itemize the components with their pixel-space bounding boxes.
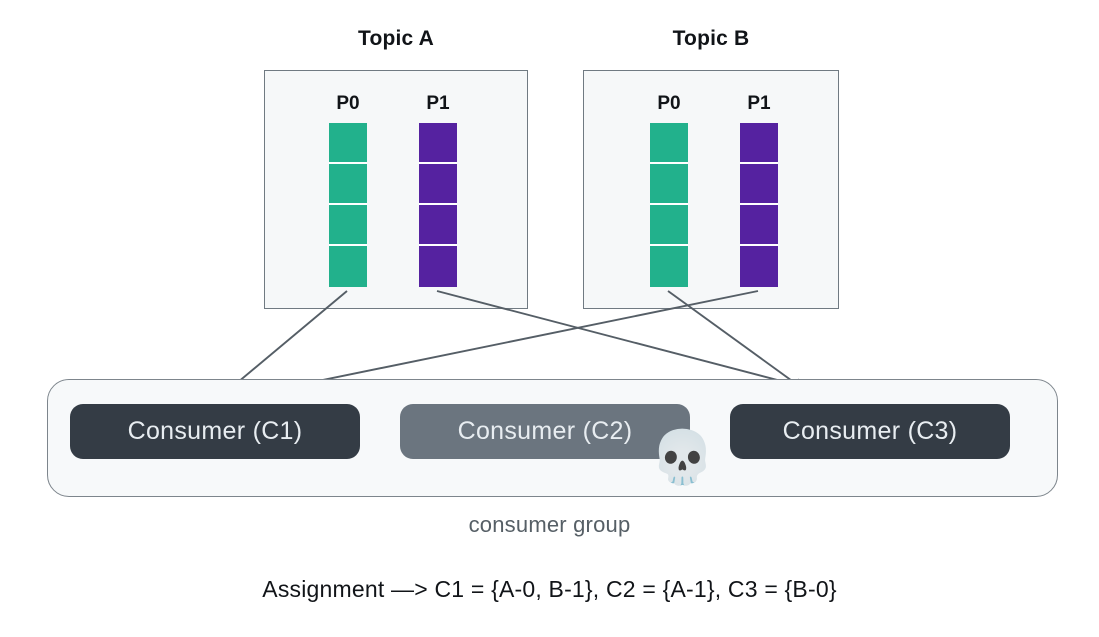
partition-segment (740, 205, 778, 246)
partition-segment (419, 205, 457, 246)
topic-a-partition-p1-label: P1 (426, 93, 450, 114)
topic-a-partition-p1: P1 (419, 93, 457, 287)
topic-a-partition-p0: P0 (329, 93, 367, 287)
consumer-c1-label: Consumer (C1) (127, 417, 303, 445)
topic-b-partition-p1-label: P1 (747, 93, 771, 114)
topic-a-box: P0 P1 (264, 70, 528, 309)
topic-b-partition-p0-label: P0 (657, 93, 681, 114)
partition-segment (740, 164, 778, 205)
topic-b-partition-p0: P0 (650, 93, 688, 287)
partition-segment (650, 205, 688, 246)
consumer-group-caption: consumer group (468, 512, 631, 537)
partition-segment (419, 164, 457, 205)
partition-segment (740, 246, 778, 287)
partition-segment (329, 164, 367, 205)
partition-segment (740, 123, 778, 164)
topic-a-title: Topic A (357, 27, 435, 50)
consumer-c3-label: Consumer (C3) (782, 417, 958, 445)
partition-segment (329, 205, 367, 246)
skull-icon: 💀 (650, 429, 715, 487)
topic-b-title: Topic B (672, 27, 750, 50)
partition-segment (329, 246, 367, 287)
consumer-c3[interactable]: Consumer (C3) (730, 404, 1010, 459)
partition-segment (650, 164, 688, 205)
consumer-c2-label: Consumer (C2) (457, 417, 633, 445)
consumer-c1[interactable]: Consumer (C1) (70, 404, 360, 459)
topic-b-box: P0 P1 (583, 70, 839, 309)
topic-b-partition-p1: P1 (740, 93, 778, 287)
partition-segment (419, 246, 457, 287)
partition-segment (419, 123, 457, 164)
assignment-text: Assignment —> C1 = {A-0, B-1}, C2 = {A-1… (262, 576, 837, 602)
partition-segment (650, 246, 688, 287)
partition-segment (650, 123, 688, 164)
consumer-c2[interactable]: Consumer (C2) (400, 404, 690, 459)
topic-a-partition-p0-label: P0 (336, 93, 360, 114)
partition-segment (329, 123, 367, 164)
